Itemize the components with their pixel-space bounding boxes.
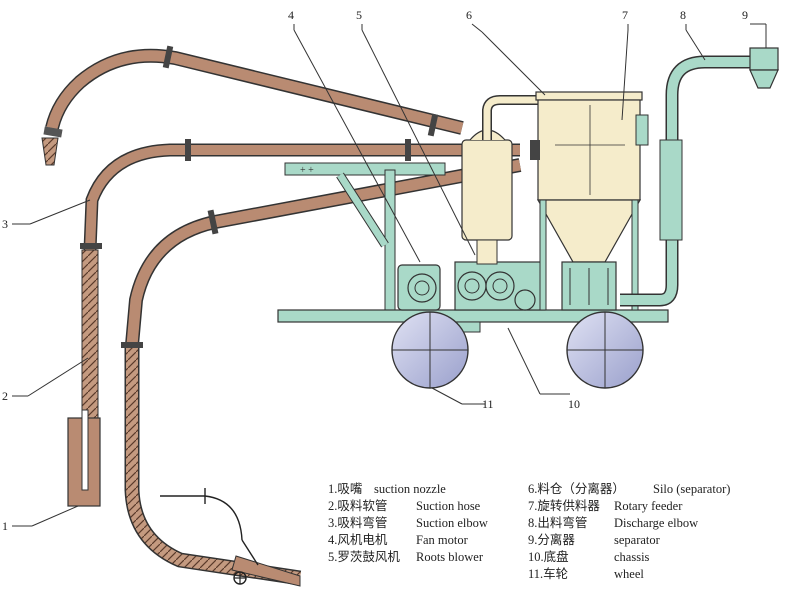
svg-text:+ +: + + xyxy=(300,165,314,176)
suction-hose xyxy=(81,249,99,421)
wheel-left xyxy=(391,311,469,389)
wheel-right xyxy=(566,311,644,389)
callout-8: 8 xyxy=(680,8,686,22)
callout-7: 7 xyxy=(622,8,628,22)
callout-3: 3 xyxy=(2,217,8,231)
roots-blower xyxy=(454,261,546,311)
silo-legs xyxy=(539,199,639,311)
legend-item-1: 1.吸嘴 suction nozzle xyxy=(328,482,446,496)
legend-item-6: 6.料仓（分离器） Silo (separator) xyxy=(528,482,731,496)
callout-6: 6 xyxy=(466,8,472,22)
callout-4: 4 xyxy=(288,8,294,22)
suction-nozzle xyxy=(67,409,101,507)
suction-elbow-top xyxy=(41,45,464,166)
callout-9: 9 xyxy=(742,8,748,22)
legend-item-7: 7.旋转供料器 Rotary feeder xyxy=(528,499,683,513)
legend-item-11: 11.车轮 wheel xyxy=(528,567,644,581)
callout-10: 10 xyxy=(568,397,580,411)
silo xyxy=(530,91,649,263)
suction-elbow xyxy=(80,139,520,251)
suction-hose-long xyxy=(124,348,302,587)
filter-column xyxy=(461,95,540,265)
legend-item-3: 3.吸料弯管 Suction elbow xyxy=(328,516,488,530)
leader-lines xyxy=(12,23,767,527)
legend-item-8: 8.出料弯管 Discharge elbow xyxy=(528,516,699,530)
legend-item-9: 9.分离器 separator xyxy=(528,533,660,547)
callout-2: 2 xyxy=(2,389,8,403)
legend-item-2: 2.吸料软管 Suction hose xyxy=(328,499,481,513)
suction-elbow-lower xyxy=(121,158,522,348)
fan-motor xyxy=(397,264,441,311)
callout-5: 5 xyxy=(356,8,362,22)
callout-1: 1 xyxy=(2,519,8,533)
discharge-elbow xyxy=(620,55,760,307)
rotary-feeder xyxy=(561,261,617,311)
separator xyxy=(749,47,779,89)
legend-item-4: 4.风机电机 Fan motor xyxy=(328,533,468,547)
callout-11: 11 xyxy=(482,397,494,411)
legend-item-5: 5.罗茨鼓风机 Roots blower xyxy=(328,550,484,564)
legend-item-10: 10.底盘 chassis xyxy=(528,550,650,564)
